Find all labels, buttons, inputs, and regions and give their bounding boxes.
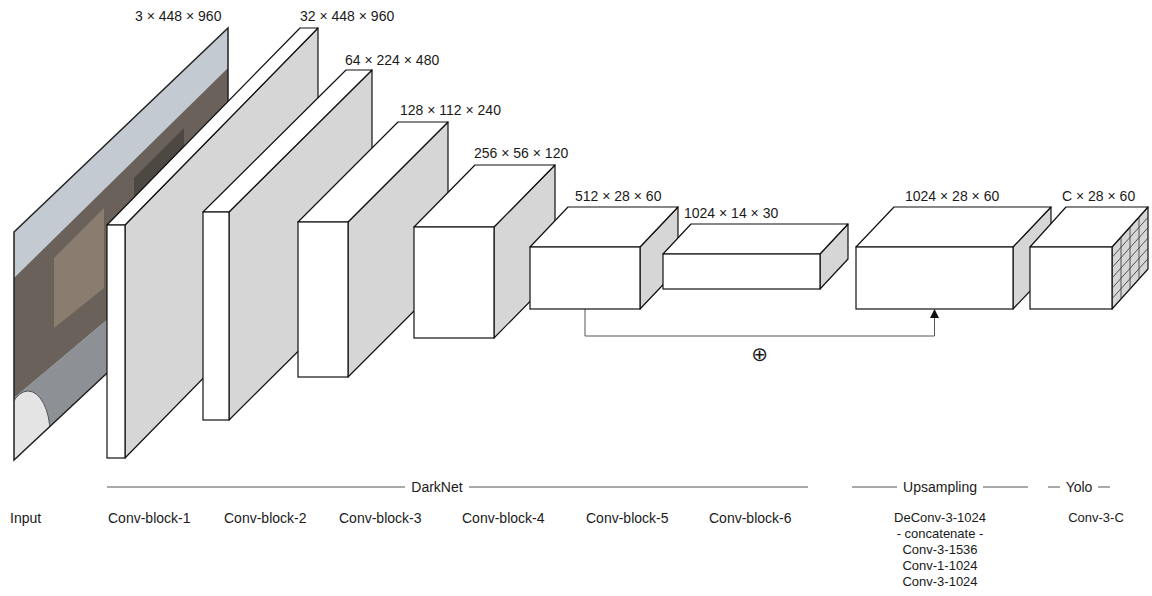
group-label: Yolo: [1060, 479, 1099, 495]
tensor-dimension: 128 × 112 × 240: [400, 102, 501, 118]
block-front: [1030, 247, 1112, 309]
layer-label: - concatenate -: [897, 526, 984, 542]
layer-label: Conv-3-C: [1068, 510, 1124, 526]
tensor-dimension: 32 × 448 × 960: [300, 8, 394, 24]
layer-label: Conv-3-1024: [902, 574, 977, 590]
tensor-block: 64 × 224 × 480: [203, 212, 229, 420]
grid-line: [1112, 217, 1148, 257]
block-top: [298, 122, 448, 222]
block-top: [663, 224, 848, 254]
building: [54, 208, 104, 328]
block-front: [663, 254, 820, 289]
block-front: [298, 222, 348, 377]
tensor-dimension: 256 × 56 × 120: [474, 145, 568, 161]
layer-label: DeConv-3-1024: [894, 510, 986, 526]
block-shape: [530, 207, 678, 309]
layer-label: Conv-block-6: [709, 510, 791, 526]
grid-line: [1112, 238, 1148, 278]
tensor-block: 32 × 448 × 960: [107, 225, 125, 458]
tensor-dimension: 64 × 224 × 480: [345, 52, 439, 68]
tensor-dimension: C × 28 × 60: [1062, 188, 1135, 204]
layer-label: Conv-block-2: [224, 510, 306, 526]
group-label: Upsampling: [897, 479, 983, 495]
block-shape: [663, 224, 848, 289]
layer-label: Conv-block-3: [339, 510, 421, 526]
tensor-block: 128 × 112 × 240: [298, 222, 348, 377]
grid-line: [1112, 248, 1148, 288]
block-front: [203, 212, 229, 420]
block-front: [856, 247, 1013, 309]
layer-label: Conv-3-1536: [902, 542, 977, 558]
block-front: [414, 227, 494, 338]
grid-line: [1112, 228, 1148, 268]
block-front: [530, 247, 640, 309]
tensor-block: 1024 × 28 × 60: [856, 247, 1013, 309]
tensor-dimension: 1024 × 14 × 30: [684, 205, 778, 221]
layer-label: Conv-block-4: [462, 510, 544, 526]
layer-label: Conv-1-1024: [902, 558, 977, 574]
tensor-block: C × 28 × 60: [1030, 247, 1112, 309]
tensor-block: 1024 × 14 × 30: [663, 254, 820, 289]
add-symbol: ⊕: [751, 343, 768, 365]
layer-label: Conv-block-5: [586, 510, 668, 526]
tensor-dimension: 512 × 28 × 60: [575, 188, 661, 204]
layer-label: Conv-block-1: [108, 510, 190, 526]
skip-connection: [585, 309, 939, 336]
layer-label: Input: [10, 510, 41, 526]
arrowhead: [930, 309, 939, 318]
grid-line: [1112, 259, 1148, 299]
block-top: [414, 165, 555, 227]
tensor-dimension: 3 × 448 × 960: [135, 8, 221, 24]
group-label: DarkNet: [405, 479, 468, 495]
skip-line: [585, 309, 935, 336]
block-front: [107, 225, 125, 458]
tensor-block: 256 × 56 × 120: [414, 227, 494, 338]
block-shape: [856, 207, 1051, 309]
block-shape: [1030, 207, 1148, 309]
tensor-block: 512 × 28 × 60: [530, 247, 640, 309]
tensor-dimension: 1024 × 28 × 60: [905, 188, 999, 204]
block-top: [856, 207, 1051, 247]
block-top: [530, 207, 678, 247]
